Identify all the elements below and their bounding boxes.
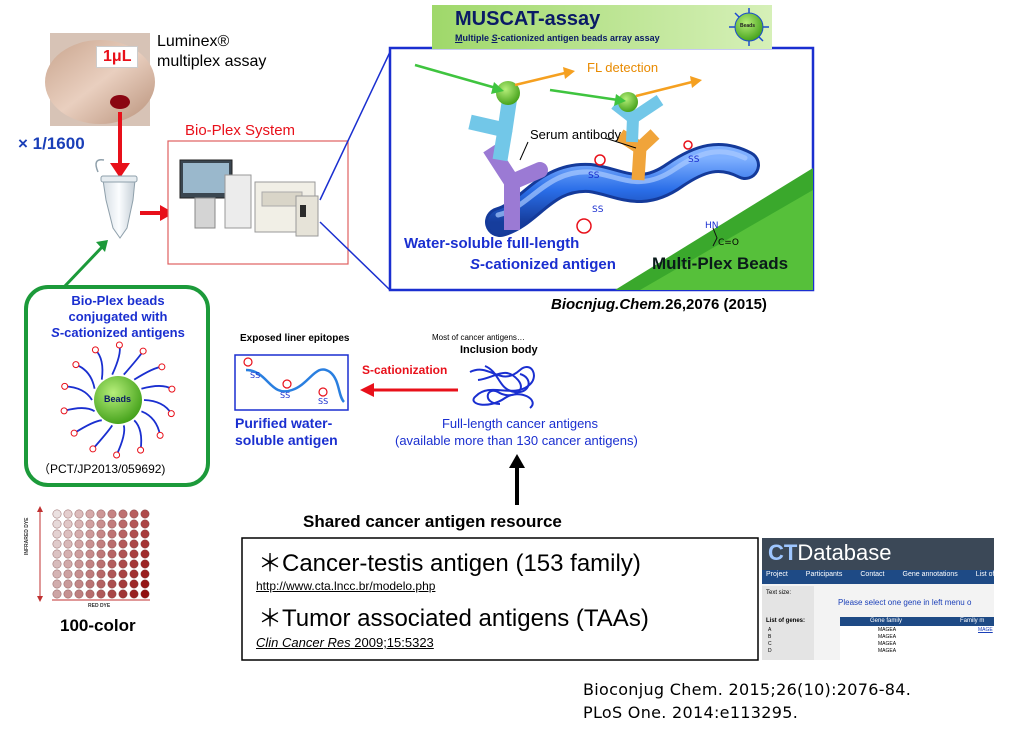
bead-label: Beads	[104, 394, 132, 404]
inclusion-body-label: Inclusion body	[460, 344, 538, 356]
reference-1: Bioconjug Chem. 2015;26(10):2076-84.	[583, 680, 912, 699]
purified-antigen-icon: SS SS SS	[234, 354, 349, 411]
ctdatabase-logo: CTDatabase	[768, 540, 892, 565]
svg-text:HN: HN	[705, 221, 719, 231]
muscat-subtitle: Multiple S-cationized antigen beads arra…	[455, 33, 660, 43]
svg-text:SS: SS	[688, 155, 700, 165]
svg-text:SS: SS	[280, 391, 290, 400]
svg-text:SS: SS	[588, 171, 600, 181]
multiplex-beads-label: Multi-Plex Beads	[652, 254, 789, 273]
ctdb-nav-contact[interactable]: Contact	[860, 571, 885, 578]
svg-text:SS: SS	[592, 205, 604, 215]
cyan-antibody-icon	[468, 94, 518, 162]
bioplex-system-title: Bio-Plex System	[185, 122, 296, 139]
fulllength-antigens-label: Full-length cancer antigens (available m…	[395, 416, 638, 448]
serum-antibody-label: Serum antibody	[530, 127, 622, 142]
resource-title: Shared cancer antigen resource	[303, 512, 562, 531]
muscat-title: MUSCAT-assay	[455, 8, 601, 30]
ctdb-list-label: List of genes:	[766, 618, 806, 624]
color-grid-side-label: INFRARED DYE	[24, 517, 30, 555]
table-row: MAGEA	[878, 634, 897, 640]
luminex-label-line2: multiplex assay	[157, 53, 267, 70]
sample-volume-label: 1μL	[96, 46, 139, 68]
bioplex-beads-label: Bio-Plex beads conjugated with S-cationi…	[51, 293, 185, 340]
muscat-citation: Biocnjug.Chem.26,2076 (2015)	[551, 296, 767, 313]
table-row: MAGEA	[878, 641, 897, 647]
cationic-charge-icon	[576, 140, 693, 234]
svg-text:SS: SS	[250, 371, 260, 380]
ctdb-col-member: Family m	[960, 618, 985, 624]
cationization-arrow-label: S-cationization	[362, 363, 448, 377]
inclusion-body-icon	[469, 365, 535, 409]
ctdb-prompt: Please select one gene in left menu o	[838, 598, 972, 607]
ctdb-col-family: Gene family	[870, 618, 903, 624]
exposed-epitopes-label: Exposed liner epitopes	[240, 333, 350, 344]
svg-text:C=O: C=O	[718, 238, 739, 248]
patent-label: （PCT/JP2013/059692)	[38, 462, 166, 476]
ctdb-gene-list-item[interactable]: B	[768, 634, 772, 640]
cta-url-link[interactable]: http://www.cta.lncc.br/modelo.php	[256, 579, 436, 593]
taa-reference-link[interactable]: Clin Cancer Res 2009;15:5323	[256, 635, 434, 650]
most-cancer-antigens-label: Most of cancer antigens…	[432, 333, 525, 342]
fluorophore-icon	[496, 81, 520, 105]
antigen-bead-icon	[60, 341, 176, 459]
antigen-label-line2: S-cationized antigen	[470, 256, 616, 273]
cancer-testis-item: ＊Cancer-testis antigen (153 family)	[258, 550, 641, 577]
ctdb-nav: Project Participants Contact Gene annotatio…	[766, 571, 1014, 578]
color-grid-label: 100-color	[60, 616, 136, 635]
ctdb-nav-project[interactable]: Project	[766, 571, 788, 578]
ctdb-nav-gene-annotations[interactable]: Gene annotations	[902, 571, 958, 578]
reference-2: PLoS One. 2014:e113295.	[583, 703, 799, 722]
color-grid-bottom-label: RED DYE	[88, 603, 111, 609]
sample-tube-icon	[95, 159, 138, 239]
luminex-label: Luminex®	[157, 33, 230, 50]
dilution-label: × 1/1600	[18, 134, 85, 153]
muscat-logo-text: Beads	[740, 23, 756, 29]
ctdb-gene-list-item[interactable]: D	[768, 648, 772, 654]
bioplex-instrument-image	[179, 159, 319, 237]
ctdb-text-size: Text size:	[766, 590, 792, 596]
ctdb-nav-list[interactable]: List of Gene	[975, 571, 1014, 578]
color-bead-grid	[52, 509, 150, 599]
table-row: MAGEA	[878, 648, 897, 654]
svg-text:SS: SS	[318, 397, 328, 406]
ctdb-nav-participants[interactable]: Participants	[805, 571, 843, 578]
taa-item: ＊Tumor associated antigens (TAAs)	[258, 605, 649, 632]
fl-detection-label: FL detection	[587, 60, 659, 75]
antigen-label-line1: Water-soluble full-length	[404, 235, 580, 252]
ctdb-gene-list-item[interactable]: C	[768, 641, 772, 647]
muscat-logo-icon	[729, 8, 769, 46]
ctdb-gene-list: A B C D	[768, 627, 772, 655]
purified-antigen-label: Purified water- soluble antigen	[235, 415, 338, 448]
ctdb-gene-list-item[interactable]: A	[768, 627, 772, 633]
ctdatabase-screenshot	[762, 538, 994, 660]
